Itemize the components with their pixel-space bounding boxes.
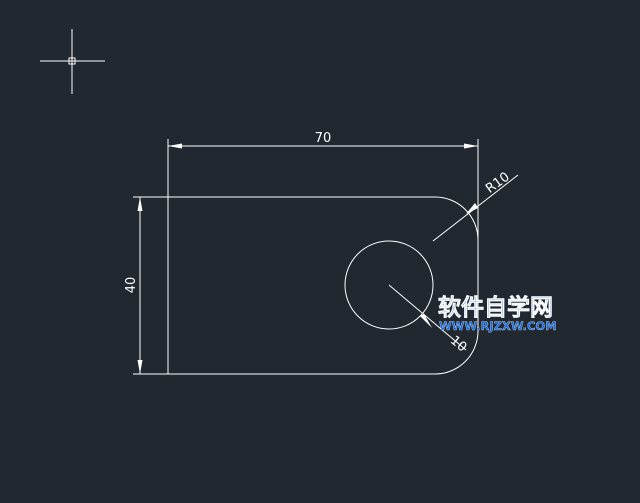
part-outline[interactable] [167,196,479,375]
width-dimension-label: 70 [315,131,332,146]
crosshair-cursor-icon [40,29,105,94]
horizontal-dimension[interactable] [167,139,479,240]
dim-arrow-right [464,143,478,149]
watermark-title: 软件自学网 [438,294,553,321]
diameter-dimension[interactable] [388,284,467,351]
dim-arrow-bottom [137,360,143,374]
watermark-url: WWW.RJZXW.COM [439,319,557,333]
watermark: 软件自学网 WWW.RJZXW.COM [438,294,557,333]
vertical-dimension[interactable] [133,196,168,375]
height-dimension-label: 40 [124,277,139,294]
dim-arrow-left [168,143,182,149]
radius-dimension-label: R10 [483,170,513,197]
diameter-arrow [420,314,432,328]
dim-arrow-top [137,197,143,211]
circle-hole[interactable] [344,240,434,330]
radius-arrow [466,203,478,214]
